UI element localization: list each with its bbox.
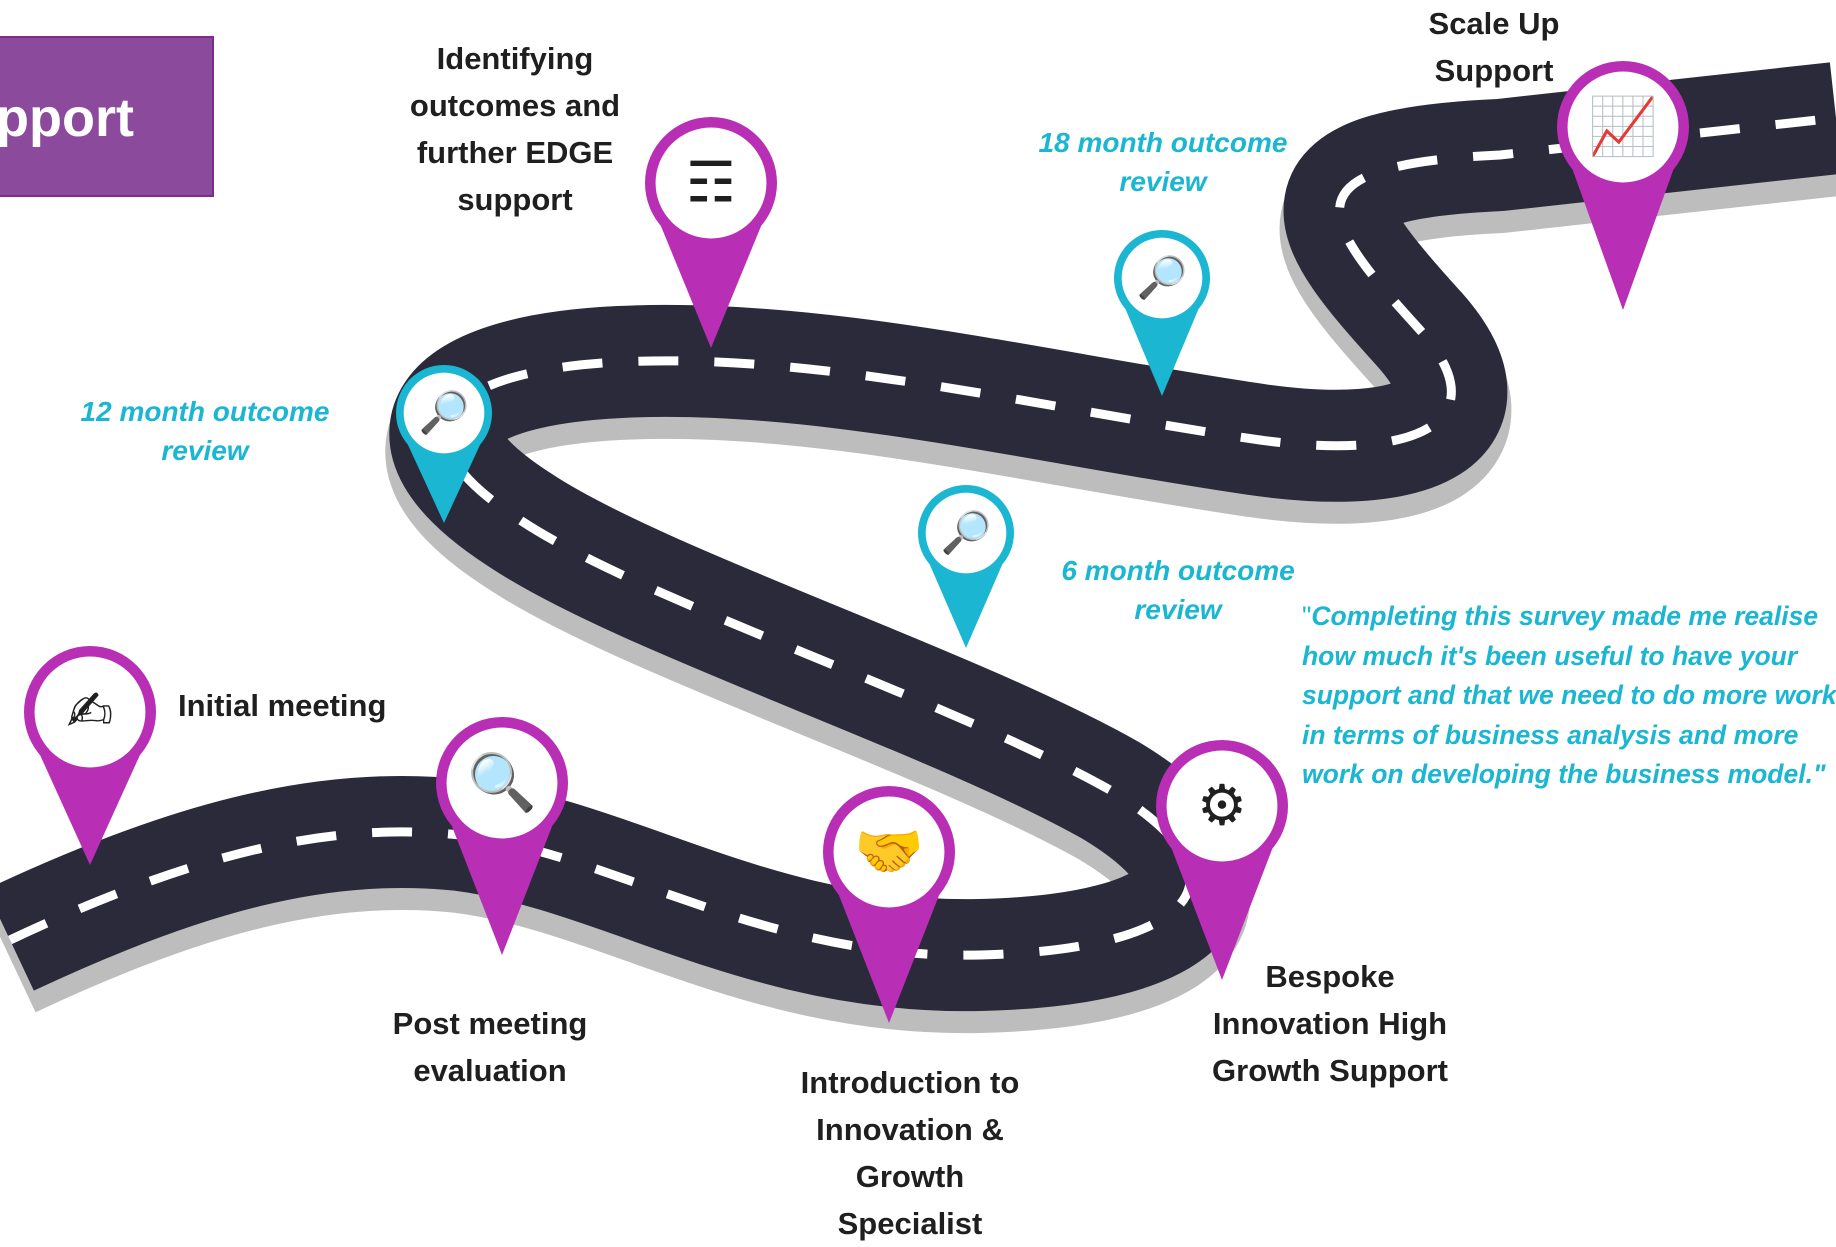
checklist-pen-icon: ✍ xyxy=(67,679,114,744)
road-center-dashes xyxy=(8,113,1836,960)
pin-inner-circle xyxy=(403,372,485,454)
analytics-magnifier-icon: 🔎 xyxy=(1136,251,1188,301)
pin-tail xyxy=(450,822,554,955)
growth-chart-icon: 📈 xyxy=(1588,94,1658,159)
pin-inner-circle xyxy=(446,727,558,839)
pin-inner-circle xyxy=(1567,71,1679,183)
document-magnifier-icon: 🔍 xyxy=(467,746,537,815)
pin-review-18: 🔎 xyxy=(1114,230,1210,396)
pin-scale-up: 📈 xyxy=(1557,61,1689,310)
testimonial-quote: "Completing this survey made me realise … xyxy=(1302,597,1836,795)
pin-tail xyxy=(1124,306,1200,396)
pin-introduction: 🤝 xyxy=(823,786,955,1023)
support-box: pport xyxy=(0,36,214,197)
pin-initial-meeting: ✍ xyxy=(24,646,156,865)
quote-text: Completing this survey made me realise h… xyxy=(1302,601,1836,789)
pin-inner-circle xyxy=(925,492,1007,574)
analytics-magnifier-icon: 🔎 xyxy=(418,386,470,436)
pin-tail xyxy=(928,561,1004,648)
quote-open-mark: " xyxy=(1302,601,1312,631)
pin-tail xyxy=(1571,166,1675,310)
pin-inner-circle xyxy=(1121,237,1203,319)
pin-bespoke: ⚙ xyxy=(1156,740,1288,980)
pin-inner-circle xyxy=(655,127,767,239)
pin-inner-circle xyxy=(1166,750,1278,862)
pin-tail xyxy=(659,222,763,348)
meeting-table-icon: ☶ xyxy=(686,150,736,215)
pin-inner-circle xyxy=(34,656,146,768)
pin-tail xyxy=(1170,845,1274,980)
pin-post-meeting: 🔍 xyxy=(436,717,568,955)
label-initial-meeting: Initial meeting xyxy=(178,688,387,723)
pin-review-6: 🔎 xyxy=(918,485,1014,648)
pin-tail xyxy=(38,751,142,865)
pin-tail xyxy=(406,441,482,523)
lightbulb-gear-icon: ⚙ xyxy=(1197,773,1247,838)
pin-review-12: 🔎 xyxy=(396,365,492,523)
pin-identifying: ☶ xyxy=(645,117,777,348)
handshake-icon: 🤝 xyxy=(854,819,924,884)
pin-tail xyxy=(837,891,941,1023)
analytics-magnifier-icon: 🔎 xyxy=(940,506,992,556)
pin-inner-circle xyxy=(833,796,945,908)
